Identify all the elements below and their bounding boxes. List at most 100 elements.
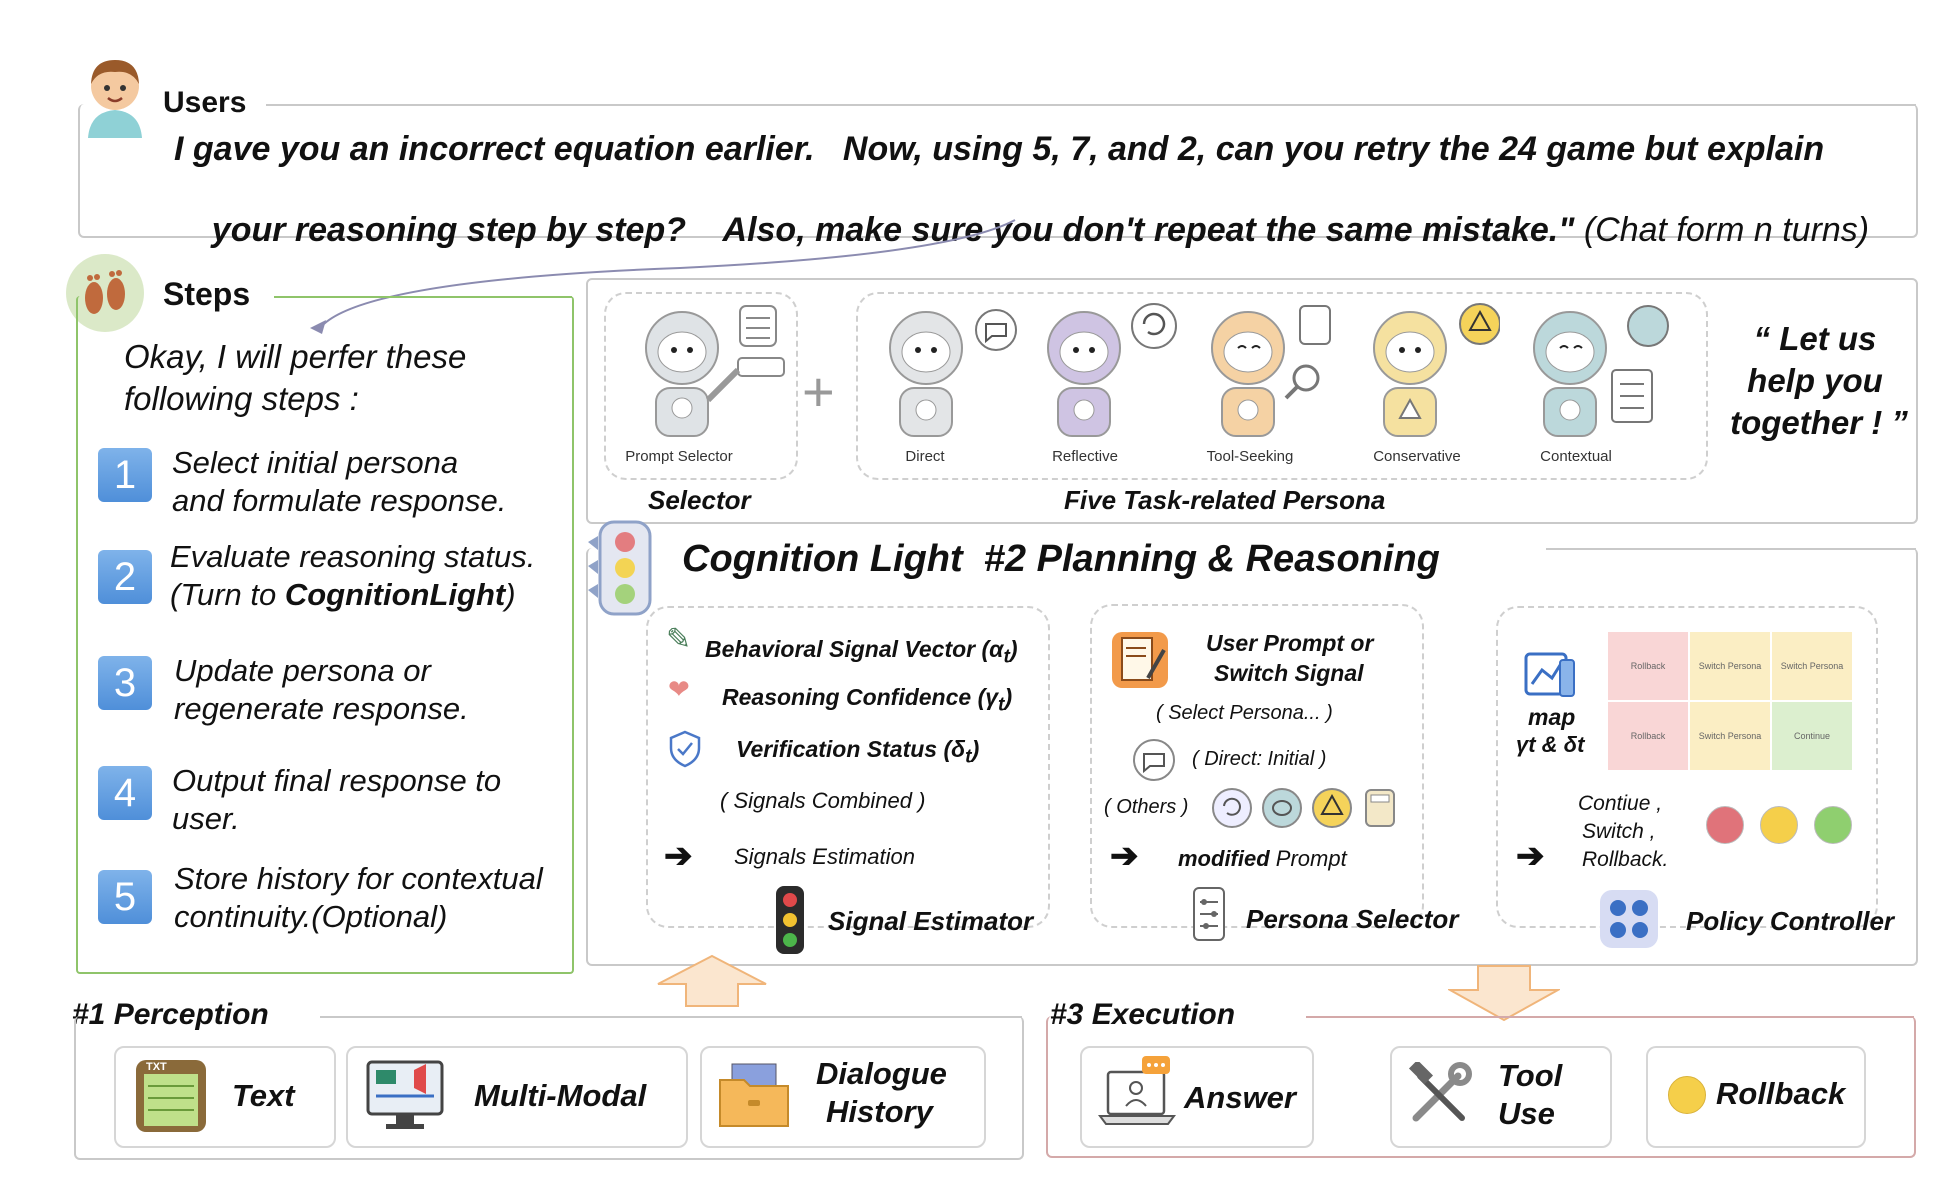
robot-label-direct: Direct <box>905 448 945 465</box>
users-message-line2-bold: your reasoning step by step? Also, make … <box>211 211 1575 249</box>
users-message-line2: your reasoning step by step? Also, make … <box>174 172 1869 289</box>
arrow-right-icon: ➔ <box>664 837 693 875</box>
step-number: 2 <box>98 550 152 604</box>
user-avatar <box>80 50 150 140</box>
arrow-right-icon-3: ➔ <box>1516 837 1545 875</box>
modified-bold: modified <box>1178 846 1270 871</box>
execution-answer-label: Answer <box>1184 1080 1296 1115</box>
step-text-line2: and formulate response. <box>172 483 507 518</box>
conservative-robot-icon <box>1373 303 1500 437</box>
shield-check-icon <box>669 730 701 768</box>
quote-line2: help you <box>1747 362 1883 399</box>
persona-sel-direct: ( Direct: Initial ) <box>1192 748 1327 770</box>
policy-grid: Rollback Switch Persona Switch Persona R… <box>1608 632 1852 772</box>
step-text-pre: (Turn to <box>170 577 285 612</box>
notepad-icon <box>1112 632 1168 688</box>
selector-box <box>604 292 798 480</box>
perception-history-label-1: Dialogue <box>816 1056 947 1091</box>
step-text-bold: CognitionLight <box>284 577 506 612</box>
plus-icon: + <box>802 360 835 423</box>
step-text-line2: user. <box>172 801 240 836</box>
execution-tool-label-2: Use <box>1498 1096 1555 1131</box>
users-message-line1: I gave you an incorrect equation earlier… <box>174 130 1825 168</box>
signal-row-3-main: Verification Status (δ <box>736 736 966 762</box>
signal-row-1-sub: t <box>1003 646 1010 668</box>
down-arrow-icon <box>1448 965 1560 1022</box>
step-text-line2: continuity.(Optional) <box>174 899 448 934</box>
signal-row-1-main: Behavioral Signal Vector (α <box>705 636 1004 662</box>
robot-label-contextual: Contextual <box>1540 448 1612 465</box>
step-text-line1: Evaluate reasoning status. <box>170 539 536 574</box>
svg-text:TXT: TXT <box>146 1061 167 1073</box>
sliders-icon <box>1193 887 1225 941</box>
policy-map-vars: γt & δt <box>1516 732 1585 757</box>
signal-estimator-box <box>646 606 1050 928</box>
grid-cell: Rollback <box>1608 632 1688 700</box>
step-text-line1: Select initial persona <box>172 445 459 480</box>
quote-line1: “ Let us <box>1753 320 1877 357</box>
perception-text-box <box>114 1046 336 1148</box>
traffic-light-icon <box>588 520 652 616</box>
step-number: 3 <box>98 656 152 710</box>
steps-frame <box>76 296 574 974</box>
step-number: 4 <box>98 766 152 820</box>
persona-sel-modified: modified Prompt <box>1178 846 1347 872</box>
users-title: Users <box>163 86 247 119</box>
personas-box <box>856 292 1708 480</box>
signal-row-2-main: Reasoning Confidence (γ <box>722 684 999 710</box>
execution-frame <box>1046 1016 1916 1158</box>
perception-text-label: Text <box>232 1078 295 1113</box>
step-text-line1: Output final response to <box>172 763 502 798</box>
users-frame-topline <box>266 104 1916 106</box>
execution-tool-box <box>1390 1046 1612 1148</box>
users-to-steps-arrow <box>310 219 1016 334</box>
perception-history-label-2: History <box>826 1094 933 1129</box>
up-arrow-icon <box>657 954 767 1007</box>
prompt-selector-label: Prompt Selector <box>625 448 733 465</box>
persona-selector-box <box>1090 604 1424 928</box>
signals-estimation: Signals Estimation <box>734 844 915 869</box>
selector-caption: Selector <box>648 485 751 515</box>
map-chart-icon <box>1524 652 1575 697</box>
execution-answer-box <box>1080 1046 1314 1148</box>
persona-sel-others: ( Others ) <box>1104 796 1189 818</box>
grid-cell: Switch Persona <box>1772 632 1852 700</box>
persona-selector-label: Persona Selector <box>1246 904 1459 934</box>
signal-row-3-text: Verification Status (δt) <box>736 736 980 768</box>
personas-caption: Five Task-related Persona <box>1064 485 1386 515</box>
execution-tool-label-1: Tool <box>1498 1058 1563 1093</box>
arrow-right-icon-2: ➔ <box>1110 837 1139 875</box>
policy-controller-box <box>1496 606 1878 928</box>
perception-history-box <box>700 1046 986 1148</box>
status-dot-green <box>1814 806 1852 844</box>
perception-title: #1 Perception <box>72 998 269 1031</box>
execution-title: #3 Execution <box>1050 998 1236 1031</box>
grid-cell: Rollback <box>1608 702 1688 770</box>
steps-frame-topline <box>274 296 572 298</box>
grid-cell: Switch Persona <box>1690 702 1770 770</box>
txt-file-icon: TXT <box>136 1060 206 1132</box>
pen-icon: ✎ <box>666 623 692 656</box>
signal-row-3-sub: t <box>965 746 972 768</box>
robot-label-tool-seeking: Tool-Seeking <box>1206 448 1294 465</box>
other-persona-icons <box>1210 786 1400 830</box>
cognition-frame-topline <box>1546 548 1916 550</box>
cognition-frame <box>586 548 1918 966</box>
cognition-title: Cognition Light #2 Planning & Reasoning <box>682 538 1440 580</box>
persona-sel-select: ( Select Persona... ) <box>1156 702 1333 724</box>
signal-estimator-label: Signal Estimator <box>828 906 1034 936</box>
robot-label-conservative: Conservative <box>1373 448 1461 465</box>
traffic-light-small-icon <box>776 886 804 954</box>
control-knobs-icon <box>1600 890 1658 948</box>
step-text-line2: (Turn to CognitionLight) <box>170 576 516 614</box>
step-text-line1: Store history for contextual <box>174 861 543 896</box>
monitor-media-icon <box>366 1060 444 1129</box>
execution-frame-topline <box>1306 1016 1914 1018</box>
steps-intro-line1: Okay, I will perfer these <box>124 338 467 375</box>
signals-combined: ( Signals Combined ) <box>720 788 926 813</box>
signal-row-1-text: Behavioral Signal Vector (αt) <box>705 636 1018 668</box>
grid-cell: Switch Persona <box>1690 632 1770 700</box>
persona-sel-head1: User Prompt or <box>1206 630 1374 656</box>
tool-seeking-robot-icon <box>1211 305 1331 437</box>
policy-actions-2: Switch , <box>1582 820 1656 843</box>
